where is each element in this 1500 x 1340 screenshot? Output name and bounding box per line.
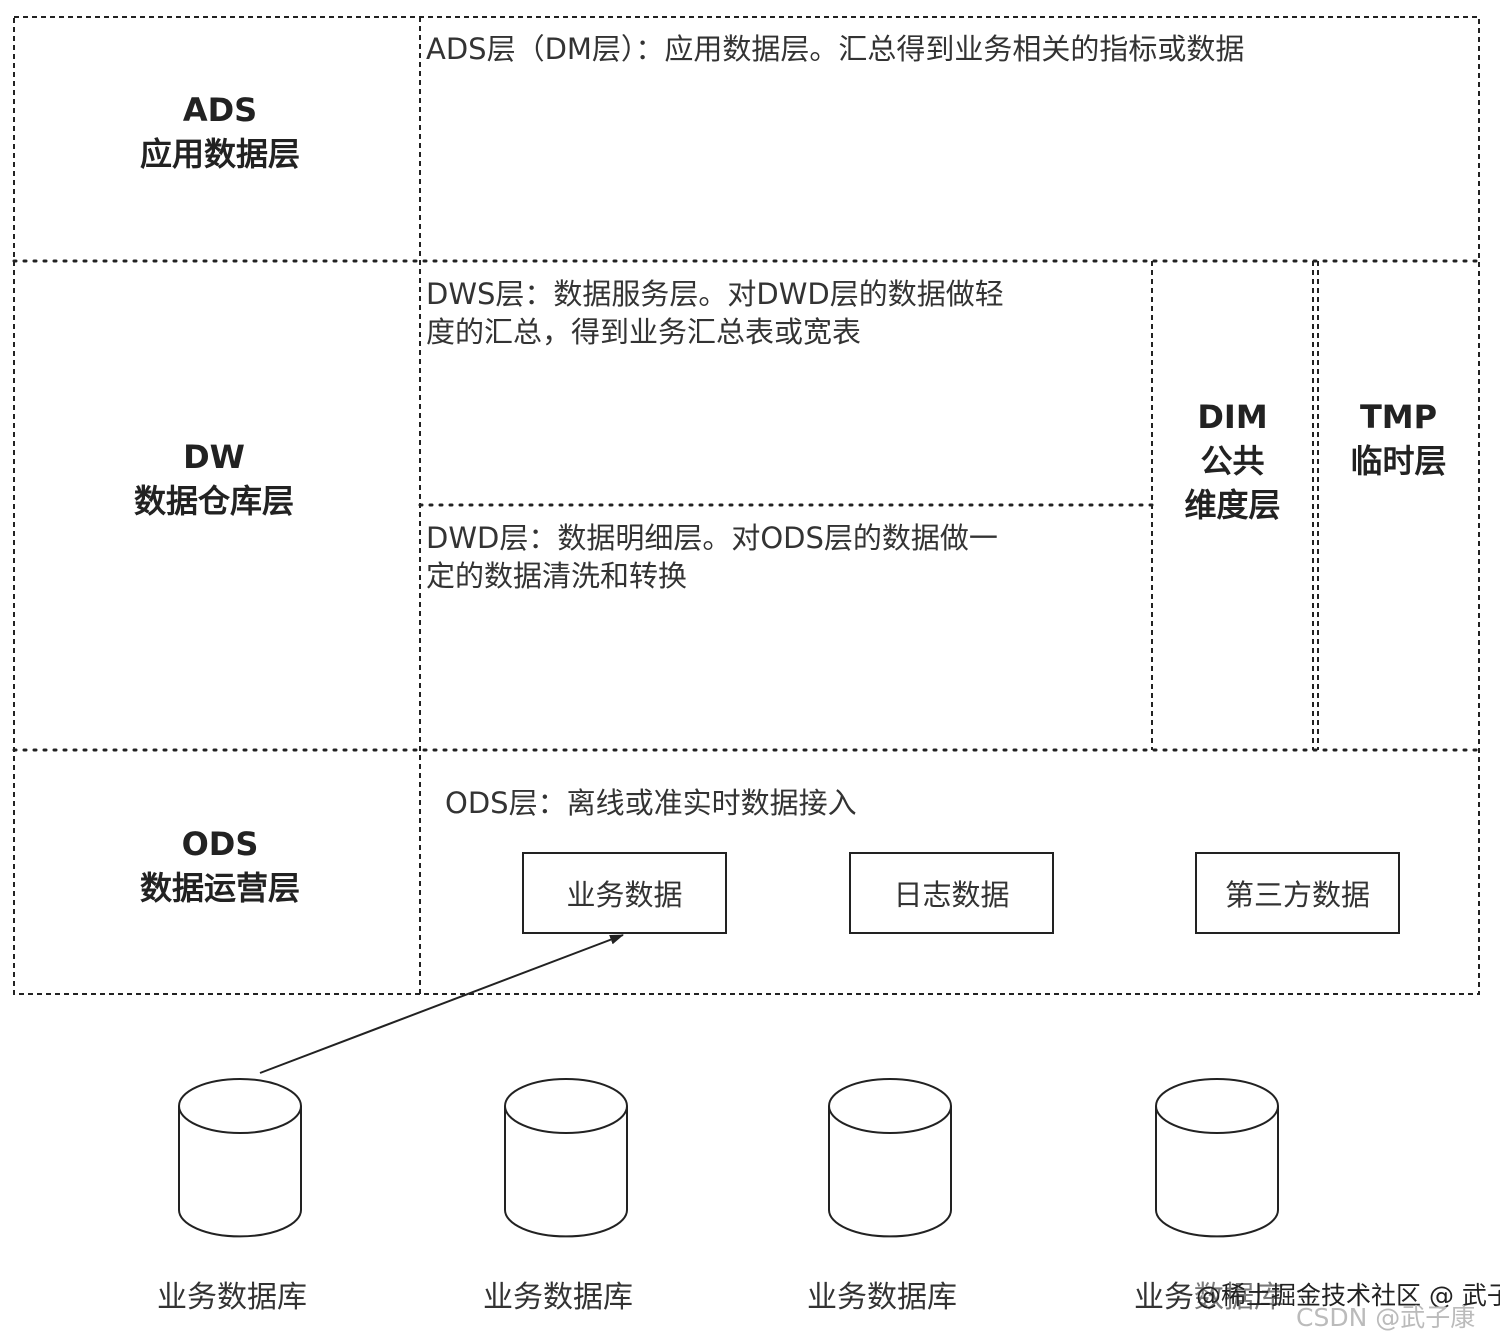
dws-description-line1: DWS层：数据服务层。对DWD层的数据做轻 <box>426 277 1004 311</box>
source-box-log: 日志数据 <box>849 852 1054 934</box>
ods-description: ODS层：离线或准实时数据接入 <box>445 786 857 820</box>
dim-layer-name-line1: 公共 <box>1200 442 1265 480</box>
database-label-3: 业务数据库 <box>807 1280 957 1315</box>
database-cylinder-2 <box>504 1078 628 1238</box>
tmp-layer-name: 临时层 <box>1350 442 1447 480</box>
dw-layer-code: DW <box>183 438 245 476</box>
ods-layer-code: ODS <box>181 825 259 863</box>
source-box-third-party: 第三方数据 <box>1195 852 1400 934</box>
ods-layer-name: 数据运营层 <box>139 869 300 907</box>
dwd-description-line2: 定的数据清洗和转换 <box>426 559 688 593</box>
dw-layer-name: 数据仓库层 <box>133 482 294 520</box>
database-label-1: 业务数据库 <box>157 1280 307 1315</box>
dim-layer-label: DIM 公共 维度层 <box>1152 395 1313 527</box>
dim-layer-code: DIM <box>1197 398 1268 436</box>
dws-description-line2: 度的汇总，得到业务汇总表或宽表 <box>426 315 862 349</box>
ads-layer-name: 应用数据层 <box>139 135 300 173</box>
dws-description: DWS层：数据服务层。对DWD层的数据做轻 度的汇总，得到业务汇总表或宽表 <box>426 275 1004 351</box>
ads-layer-code: ADS <box>182 91 258 129</box>
tmp-layer-code: TMP <box>1359 398 1438 436</box>
database-label-4: 业务数据库 <box>1134 1280 1284 1315</box>
dwd-description: DWD层：数据明细层。对ODS层的数据做一 定的数据清洗和转换 <box>426 519 998 595</box>
watermark-csdn: CSDN @武子康 <box>1296 1303 1476 1332</box>
outer-frame <box>13 16 1480 995</box>
database-label-2: 业务数据库 <box>483 1280 633 1315</box>
ods-layer-label: ODS 数据运营层 <box>20 822 420 910</box>
source-box-business: 业务数据 <box>522 852 727 934</box>
database-cylinder-1 <box>178 1078 302 1238</box>
dwd-description-line1: DWD层：数据明细层。对ODS层的数据做一 <box>426 521 998 555</box>
database-cylinder-4 <box>1155 1078 1279 1238</box>
tmp-layer-label: TMP 临时层 <box>1318 395 1479 483</box>
ingest-arrow <box>259 934 624 1074</box>
database-cylinder-3 <box>828 1078 952 1238</box>
watermark-juejin: @稀土掘金技术社区 @ 武子康 <box>1196 1276 1500 1312</box>
ads-layer-label: ADS 应用数据层 <box>20 88 420 176</box>
dim-layer-name-line2: 维度层 <box>1184 486 1281 524</box>
ads-description: ADS层（DM层）：应用数据层。汇总得到业务相关的指标或数据 <box>426 32 1245 66</box>
dw-layer-label: DW 数据仓库层 <box>14 435 414 523</box>
